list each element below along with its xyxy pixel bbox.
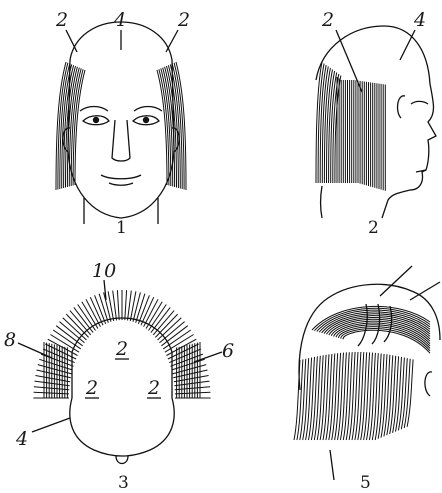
- fig1-label-2-right: 2: [177, 9, 190, 31]
- fig2-caption: 2: [368, 218, 379, 238]
- hair-strand: [125, 290, 127, 320]
- hair-strand: [157, 70, 167, 185]
- fig5-caption: 5: [360, 473, 371, 493]
- hair-strand: [151, 307, 170, 332]
- fig3-leader-6: [194, 352, 222, 362]
- fig2-ear: [398, 96, 405, 118]
- hair-strand: [158, 318, 182, 340]
- fig5-hair-strands: [294, 306, 430, 440]
- fig2-neck-back: [321, 186, 323, 218]
- fig1-nose: [112, 120, 130, 161]
- fig1-leader-right: [166, 30, 178, 52]
- hair-strand: [155, 314, 177, 337]
- fig3-label-2-right: 2: [147, 377, 160, 399]
- fig2-leader-4: [400, 30, 415, 60]
- figure-3-top-view: 10 8 2 6 2 2 4 3: [4, 260, 234, 493]
- hair-strand: [74, 307, 93, 332]
- hair-strand: [161, 326, 187, 346]
- fig3-nose-tip: [116, 456, 128, 464]
- hair-strand: [56, 326, 82, 346]
- fig5-ear: [425, 372, 432, 396]
- hair-strand: [117, 290, 119, 320]
- figure-1-front-view: 2 4 2 1: [55, 9, 190, 238]
- fig1-lip: [109, 183, 133, 185]
- figure-5-cutting-view: 5: [294, 266, 440, 493]
- fig3-label-6: 6: [222, 340, 234, 362]
- fig3-label-4: 4: [15, 428, 28, 450]
- hair-strand: [104, 292, 111, 321]
- hair-strand: [153, 311, 174, 335]
- fig2-label-4: 4: [413, 9, 426, 31]
- fig3-leader-4: [32, 418, 70, 432]
- hair-strand: [75, 70, 85, 185]
- fig1-right-brow: [134, 107, 162, 112]
- hair-strand: [63, 318, 87, 340]
- hair-strand: [149, 305, 167, 331]
- hair-strand: [59, 322, 84, 343]
- hair-strand: [128, 291, 132, 321]
- hair-strand: [133, 292, 140, 321]
- fig5-hand-line-2: [410, 282, 440, 300]
- fig2-hair-strands: [316, 62, 385, 191]
- fig1-right-pupil: [143, 117, 149, 123]
- hair-strand: [113, 291, 117, 321]
- fig3-head-outline: [70, 398, 174, 456]
- hair-strand: [160, 322, 185, 343]
- fig1-left-brow: [80, 107, 108, 112]
- hair-strand: [66, 314, 88, 337]
- fig1-left-pupil: [93, 117, 99, 123]
- fig3-label-8: 8: [4, 329, 16, 351]
- fig3-label-2-left: 2: [85, 377, 98, 399]
- fig1-label-4: 4: [113, 9, 126, 31]
- hair-strand: [338, 327, 430, 349]
- fig1-caption: 1: [116, 218, 127, 238]
- fig3-label-10: 10: [92, 260, 116, 282]
- figure-2-side-view: 2 4 2: [316, 9, 436, 238]
- hair-strand: [70, 311, 91, 335]
- fig3-caption: 3: [118, 473, 129, 493]
- fig2-label-2: 2: [321, 9, 334, 31]
- fig1-label-2-left: 2: [55, 9, 68, 31]
- fig1-mouth: [101, 175, 141, 179]
- fig5-neck: [330, 450, 334, 480]
- fig1-leader-left: [66, 30, 77, 52]
- fig2-eye: [411, 101, 428, 104]
- fig5-hand-line-1: [380, 266, 412, 296]
- hair-strand: [336, 325, 430, 346]
- fig3-label-2-center: 2: [115, 338, 128, 360]
